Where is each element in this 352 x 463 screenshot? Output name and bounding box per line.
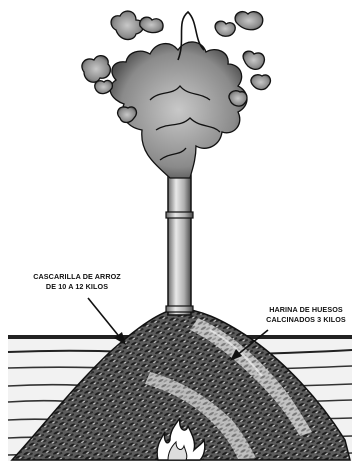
rice-husk-label-line2: DE 10 A 12 KILOS: [22, 282, 132, 292]
bone-meal-label-line1: HARINA DE HUESOS: [258, 305, 352, 315]
bone-meal-label: HARINA DE HUESOS CALCINADOS 3 KILOS: [258, 305, 352, 324]
chimney-pipe: [166, 172, 193, 315]
smoke-plume: [82, 11, 271, 178]
bone-meal-label-line2: CALCINADOS 3 KILOS: [258, 315, 352, 325]
rice-husk-label-line1: CASCARILLA DE ARROZ: [22, 272, 132, 282]
rice-husk-label: CASCARILLA DE ARROZ DE 10 A 12 KILOS: [22, 272, 132, 291]
